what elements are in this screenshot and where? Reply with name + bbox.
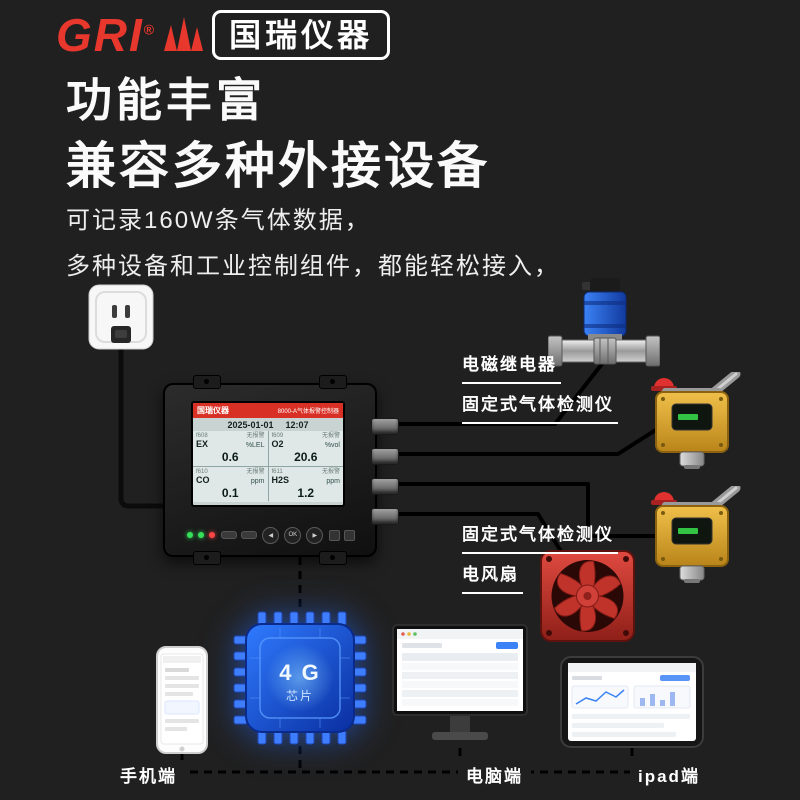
label-pc-terminal: 电脑端 xyxy=(458,760,531,789)
screen-subtitle: 8000-A气体报警控制器 xyxy=(277,409,339,415)
brand-logo: GRI® 国瑞仪器 xyxy=(56,10,391,61)
waveform-icon xyxy=(164,17,204,52)
channel-tag: f610 xyxy=(196,469,208,475)
label-detector-1: 固定式气体检测仪 xyxy=(462,390,618,424)
label-relay: 电磁继电器 xyxy=(462,350,561,384)
power-cable-line xyxy=(118,335,169,509)
gas-detector-1 xyxy=(642,372,742,470)
comm-led xyxy=(198,532,204,538)
brand-wordmark: GRI® xyxy=(56,12,156,58)
channel-status: 无报警 xyxy=(246,469,265,475)
aux-button xyxy=(343,529,355,541)
gas-detector-2 xyxy=(642,486,742,584)
headline-primary: 功能丰富 xyxy=(66,74,266,126)
brand-text: GRI xyxy=(56,9,144,62)
power-led xyxy=(187,532,193,538)
mount-tab xyxy=(193,375,221,389)
function-key xyxy=(240,531,257,539)
label-phone-terminal: 手机端 xyxy=(112,760,185,789)
monitor-mockup xyxy=(392,624,528,748)
controller-screen: 国瑞仪器 8000-A气体报警控制器 2025-01-01 12:07 f608… xyxy=(191,401,345,507)
aux-buttons xyxy=(328,529,355,541)
headline-secondary: 兼容多种外接设备 xyxy=(66,138,490,194)
cable-gland-1 xyxy=(371,418,399,435)
channel-cell-1: f608 无报警 EX %LEL 0.6 xyxy=(193,431,268,466)
cable-gland-4 xyxy=(371,508,399,525)
function-key xyxy=(220,531,237,539)
gas-value: 0.6 xyxy=(221,450,239,464)
label-detector-2: 固定式气体检测仪 xyxy=(462,520,618,554)
tablet-mockup xyxy=(560,656,704,748)
cable-gland-3 xyxy=(371,478,399,495)
gas-name: EX xyxy=(196,439,209,449)
channel-cell-4: f611 无报警 H2S ppm 1.2 xyxy=(268,467,343,502)
wall-socket xyxy=(88,284,154,350)
right-arrow-button: ▶ xyxy=(306,526,324,544)
function-keys xyxy=(220,531,257,539)
link-fan-line xyxy=(393,512,572,568)
screen-time: 12:07 xyxy=(285,419,309,430)
channel-cell-3: f610 无报警 CO ppm 0.1 xyxy=(193,467,268,502)
gas-alarm-controller: 国瑞仪器 8000-A气体报警控制器 2025-01-01 12:07 f608… xyxy=(163,375,399,565)
gas-name: O2 xyxy=(271,439,284,449)
channel-grid: f608 无报警 EX %LEL 0.6 f609 无报警 O2 %vol 20.6 f… xyxy=(193,431,343,502)
channel-tag: f608 xyxy=(196,433,208,439)
link-detector2-line xyxy=(393,482,657,538)
brand-name-box: 国瑞仪器 xyxy=(212,10,391,61)
screen-brand: 国瑞仪器 xyxy=(197,406,229,415)
gas-value: 20.6 xyxy=(294,450,318,464)
aux-button xyxy=(328,529,340,541)
registered-mark: ® xyxy=(143,21,157,38)
left-arrow-button: ◀ xyxy=(262,526,280,544)
channel-status: 无报警 xyxy=(246,433,265,439)
label-fan: 电风扇 xyxy=(462,560,523,594)
solenoid-valve xyxy=(548,276,660,376)
channel-tag: f611 xyxy=(271,469,283,475)
channel-status: 无报警 xyxy=(321,469,340,475)
gas-unit: %LEL xyxy=(245,442,265,449)
link-relay-line xyxy=(393,358,607,426)
mount-tab xyxy=(319,375,347,389)
channel-tag: f609 xyxy=(271,433,284,439)
channel-status: 无报警 xyxy=(321,433,340,439)
label-ipad-terminal: ipad端 xyxy=(630,760,708,789)
ok-button: OK xyxy=(284,526,302,544)
gas-name: H2S xyxy=(271,475,290,485)
gas-value: 1.2 xyxy=(297,486,315,500)
link-detector1-line xyxy=(393,424,664,456)
4g-chip: 4 G 芯片 xyxy=(232,610,368,746)
gas-unit: ppm xyxy=(250,478,265,485)
cable-gland-2 xyxy=(371,448,399,465)
gas-value: 0.1 xyxy=(221,486,239,500)
screen-datetime: 2025-01-01 12:07 xyxy=(193,418,343,431)
gas-name: CO xyxy=(196,475,210,485)
screen-date: 2025-01-01 xyxy=(227,419,274,430)
exhaust-fan xyxy=(540,550,635,642)
alarm-led xyxy=(209,532,215,538)
mount-tab xyxy=(193,551,221,565)
gas-unit: %vol xyxy=(324,442,340,449)
chip-4g-text: 4 G xyxy=(279,660,320,685)
chip-cn-text: 芯片 xyxy=(286,689,314,703)
body-text-line1: 可记录160W条气体数据， xyxy=(66,207,371,234)
screen-header-bar: 国瑞仪器 8000-A气体报警控制器 xyxy=(193,403,343,418)
nav-buttons: ◀ OK ▶ xyxy=(262,526,324,544)
status-leds xyxy=(187,532,215,538)
body-text-line2: 多种设备和工业控制组件，都能轻松接入， xyxy=(66,253,560,280)
phone-mockup xyxy=(156,646,208,754)
gas-unit: ppm xyxy=(326,478,340,485)
channel-cell-2: f609 无报警 O2 %vol 20.6 xyxy=(268,431,343,466)
mount-tab xyxy=(319,551,347,565)
controller-front-controls: ◀ OK ▶ xyxy=(187,524,355,546)
